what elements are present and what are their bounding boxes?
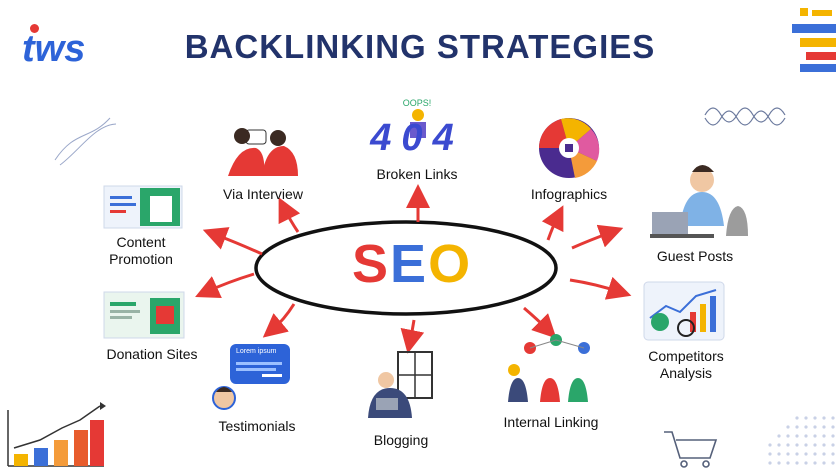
bar-chart-illustration [7,402,106,467]
grid-dot [786,434,790,438]
seo-letter-s: S [352,234,391,294]
grid-dot [804,452,808,456]
grid-dot [768,452,772,456]
grid-dot [822,443,826,447]
competitors-analysis-illustration [643,281,725,341]
grid-dot [795,425,799,429]
connector-arrows [195,184,632,354]
grid-dot [795,434,799,438]
grid-dot [777,452,781,456]
seo-letter-o: O [428,234,473,294]
label-infographics: Infographics [530,186,608,202]
grid-dot [786,452,790,456]
grid-dot [795,416,799,420]
dot-grid-decoration [768,416,835,465]
grid-dot [822,461,826,465]
label-blogging: Blogging [373,432,429,448]
grid-dot [813,434,817,438]
grid-dot [786,443,790,447]
label-donation-sites: Donation Sites [106,346,198,362]
grid-dot [813,425,817,429]
grid-dot [822,425,826,429]
grid-dot [768,443,772,447]
label-content-promotion: Content Promotion [109,234,173,267]
grid-dot [831,416,835,420]
grid-dot [813,452,817,456]
label-competitors-analysis: Competitors Analysis [648,348,724,381]
interview-illustration [228,128,298,176]
label-guest-posts: Guest Posts [656,248,734,264]
grid-dot [831,425,835,429]
content-promotion-illustration [103,185,183,229]
seo-ellipse [254,220,558,316]
wave-right-decoration [704,107,786,126]
grid-dot [831,443,835,447]
label-broken-links: Broken Links [376,166,458,182]
helix-left-decoration [54,117,117,166]
blogging-illustration [368,351,433,418]
grid-dot [804,443,808,447]
guest-posts-illustration [650,165,748,238]
grid-dot [822,452,826,456]
grid-dot [804,461,808,465]
grid-dot [813,461,817,465]
internal-linking-illustration [508,334,590,402]
grid-dot [795,452,799,456]
grid-dot [822,434,826,438]
testimonials-illustration [212,344,290,410]
grid-dot [813,443,817,447]
error-404-text: 404 [370,117,464,159]
grid-dot [786,461,790,465]
grid-dot [822,416,826,420]
label-testimonials: Testimonials [218,418,296,434]
grid-dot [804,434,808,438]
grid-dot [804,425,808,429]
page-title: BACKLINKING STRATEGIES [184,28,656,65]
oops-text: OOPS! [402,98,432,108]
grid-dot [777,434,781,438]
grid-dot [831,452,835,456]
colored-bars-decoration [792,8,836,72]
grid-dot [777,443,781,447]
shopping-cart-icon [664,431,718,468]
grid-dot [831,461,835,465]
grid-dot [795,443,799,447]
broken-links-404-illustration [410,109,426,138]
grid-dot [777,461,781,465]
grid-dot [795,461,799,465]
infographics-illustration [538,118,600,178]
seo-center-text: SEO [352,232,470,296]
label-via-interview: Via Interview [223,186,303,202]
grid-dot [831,434,835,438]
logo-text: tws [22,28,86,70]
grid-dot [804,416,808,420]
seo-letter-e: E [390,234,429,294]
grid-dot [813,416,817,420]
grid-dot [768,461,772,465]
tws-logo: tws [22,24,102,68]
grid-dot [786,425,790,429]
testimonial-card-heading: Lorem ipsum [236,348,277,355]
label-internal-linking: Internal Linking [503,414,599,430]
donation-sites-illustration [103,291,185,339]
